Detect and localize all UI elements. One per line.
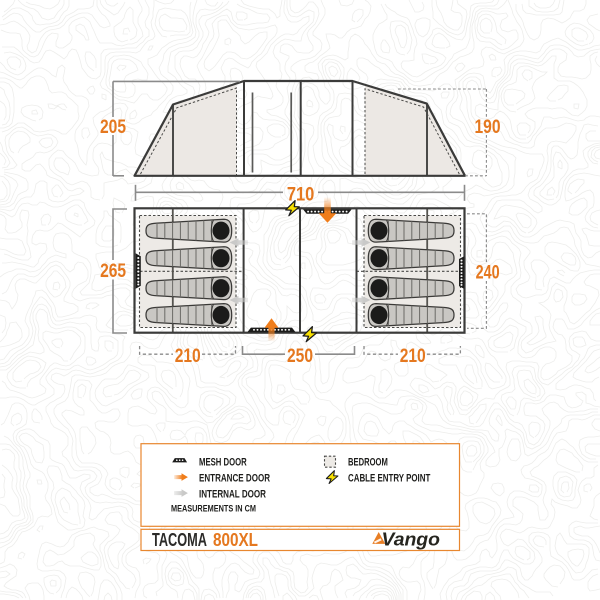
svg-text:MESH DOOR: MESH DOOR (199, 456, 247, 468)
svg-text:Vango: Vango (382, 530, 441, 550)
svg-text:265: 265 (100, 260, 126, 282)
svg-text:710: 710 (287, 183, 315, 205)
svg-text:BEDROOM: BEDROOM (348, 456, 388, 468)
svg-text:INTERNAL DOOR: INTERNAL DOOR (199, 488, 266, 500)
svg-text:ENTRANCE DOOR: ENTRANCE DOOR (199, 472, 270, 484)
svg-text:210: 210 (400, 345, 426, 367)
svg-text:240: 240 (476, 262, 500, 284)
svg-text:210: 210 (175, 345, 201, 367)
svg-text:MEASUREMENTS IN CM: MEASUREMENTS IN CM (171, 504, 256, 515)
svg-text:190: 190 (475, 116, 501, 138)
svg-text:CABLE ENTRY POINT: CABLE ENTRY POINT (348, 472, 430, 484)
svg-text:250: 250 (287, 345, 313, 367)
svg-text:205: 205 (100, 116, 126, 138)
